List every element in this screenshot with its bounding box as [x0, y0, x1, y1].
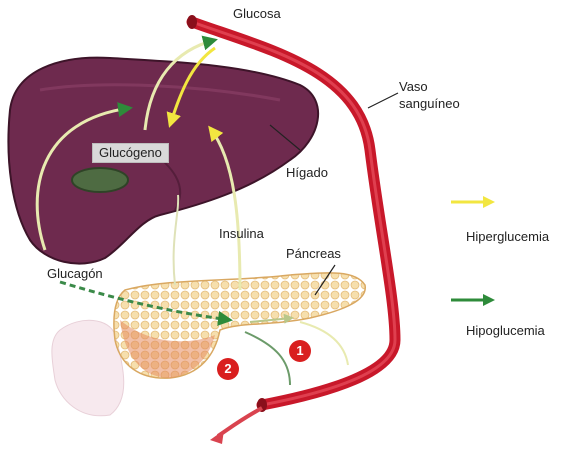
glucagon-label: Glucagón: [47, 266, 103, 281]
step-2-badge: 2: [217, 358, 239, 380]
insulina-label: Insulina: [219, 226, 264, 241]
higado-label: Hígado: [286, 165, 328, 180]
hypoglycemia-arrow-icon: [449, 292, 499, 308]
vaso-label: Vaso: [399, 79, 428, 94]
glucogeno-label: Glucógeno: [92, 143, 169, 163]
stomach-shape: [52, 320, 124, 415]
step-1-badge: 1: [289, 340, 311, 362]
pancreas-label: Páncreas: [286, 246, 341, 261]
hyperglycemia-arrow-icon: [449, 194, 499, 210]
hypoglycemia-label: Hipoglucemia: [466, 323, 545, 338]
glucosa-label: Glucosa: [233, 6, 281, 21]
sanguineo-label: sanguíneo: [399, 96, 460, 111]
hyperglycemia-label: Hiperglucemia: [466, 229, 549, 244]
